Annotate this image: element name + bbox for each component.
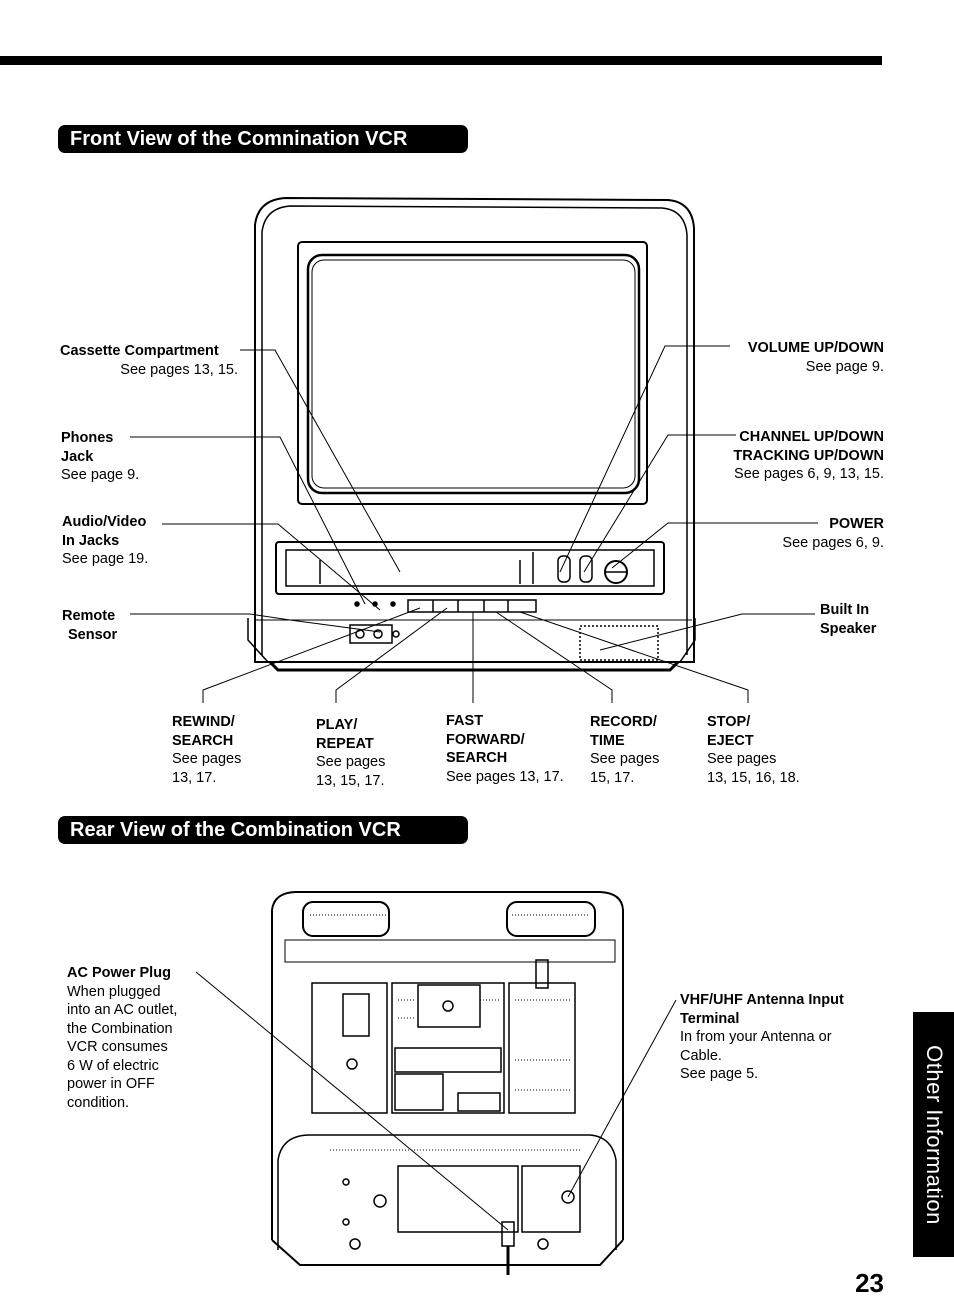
antenna-terminal-label: VHF/UHF Antenna Input Terminal In from y… [680,992,844,1082]
front-leader-lines [130,345,818,703]
other-information-tab: Other Information [913,1012,954,1257]
top-rule [0,56,882,65]
side-tab-text: Other Information [921,1044,947,1225]
rear-view-header: Rear View of the Combination VCR [58,816,468,844]
remote-sensor-label: Remote Sensor [62,608,118,643]
stop-eject-label: STOP/ EJECT See pages 13, 15, 16, 18. [707,714,800,786]
ac-power-plug-label: AC Power Plug When plugged into an AC ou… [67,965,178,1111]
volume-label: VOLUME UP/DOWN See page 9. [747,340,884,375]
channel-tracking-label: CHANNEL UP/DOWN TRACKING UP/DOWN See pag… [733,429,884,482]
fast-forward-search-label: FAST FORWARD/ SEARCH See pages 13, 17. [446,713,564,785]
power-label: POWER See pages 6, 9. [782,516,884,551]
rear-leader-lines [195,971,677,1231]
front-tv-drawing [247,196,696,672]
rewind-search-label: REWIND/ SEARCH See pages 13, 17. [172,714,242,786]
page-number: 23 [855,1268,884,1298]
front-view-header: Front View of the Comnination VCR [58,125,468,153]
record-time-label: RECORD/ TIME See pages 15, 17. [590,714,660,786]
audio-video-jacks-label: Audio/Video In Jacks See page 19. [62,514,149,567]
phones-jack-label: Phones Jack See page 9. [61,430,140,483]
rear-tv-drawing [271,891,624,1275]
cassette-compartment-label: Cassette Compartment See pages 13, 15. [60,343,238,378]
built-in-speaker-label: Built In Speaker [820,602,877,637]
play-repeat-label: PLAY/ REPEAT See pages 13, 15, 17. [316,717,386,789]
